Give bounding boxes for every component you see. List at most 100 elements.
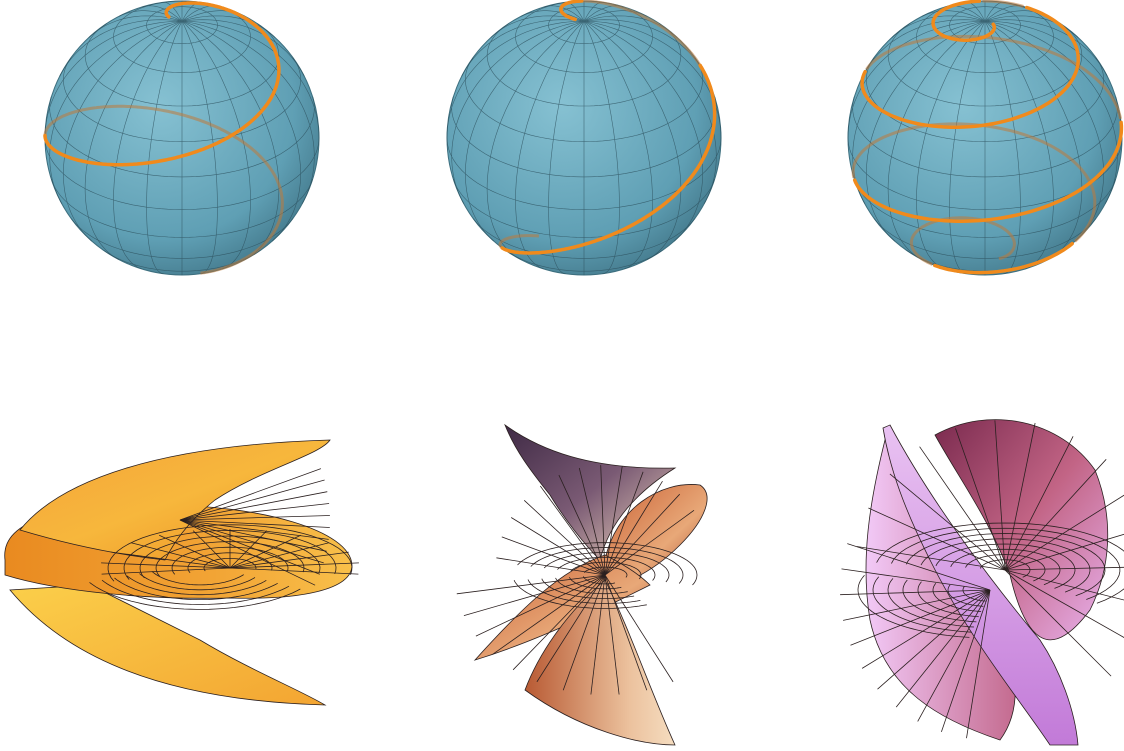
meridian-line bbox=[88, 15, 183, 38]
curve-front bbox=[43, 1, 281, 167]
meridian-line bbox=[984, 21, 1021, 274]
mesh-ray bbox=[179, 519, 329, 540]
meridian-line bbox=[984, 20, 1104, 242]
mesh-ray bbox=[600, 465, 606, 576]
mesh-ray bbox=[1004, 436, 1074, 571]
mesh-arc bbox=[139, 573, 256, 591]
sphere-grid bbox=[446, 0, 722, 275]
meridian-line bbox=[181, 20, 280, 260]
meridian-line bbox=[84, 20, 183, 260]
mesh-arc bbox=[151, 570, 244, 586]
parallel-line bbox=[465, 57, 703, 142]
mesh-ray bbox=[229, 562, 359, 569]
meridian-line bbox=[146, 21, 183, 274]
mesh-ray bbox=[604, 493, 680, 576]
curve-back bbox=[498, 0, 701, 249]
surface-panel-orange bbox=[4, 439, 359, 706]
meridian-line bbox=[181, 21, 218, 274]
mesh-ray bbox=[917, 589, 991, 722]
mesh-ray bbox=[1004, 533, 1124, 571]
mesh-ray bbox=[101, 562, 231, 569]
mesh-ray bbox=[179, 468, 322, 521]
mesh-ray bbox=[179, 479, 325, 521]
mesh-arc bbox=[917, 581, 979, 618]
meridian-line bbox=[847, 20, 986, 139]
mesh-ray bbox=[604, 574, 648, 691]
mesh-arc bbox=[891, 527, 1121, 600]
mesh-ray bbox=[941, 589, 991, 733]
mesh-arc bbox=[857, 574, 970, 638]
surface-panel-pink bbox=[840, 419, 1124, 746]
meridian-line bbox=[181, 19, 305, 77]
mesh-ray bbox=[159, 534, 231, 569]
mesh-arc bbox=[582, 576, 616, 585]
meridian-line bbox=[921, 10, 986, 22]
meridian-line bbox=[141, 5, 183, 22]
meridian-line bbox=[583, 20, 703, 242]
sphere-grid bbox=[44, 0, 320, 275]
meridian-line bbox=[583, 20, 717, 204]
mesh-ray bbox=[510, 517, 606, 576]
mesh-ray bbox=[955, 428, 1006, 571]
mesh-ray bbox=[604, 480, 663, 576]
sphere-panel-1 bbox=[43, 0, 320, 276]
meridian-line bbox=[118, 10, 183, 22]
mesh-ray bbox=[496, 557, 606, 576]
mesh-arc bbox=[569, 577, 622, 590]
mesh-ray bbox=[856, 546, 1006, 571]
meridian-line bbox=[984, 20, 1083, 260]
mesh-arc bbox=[905, 533, 1106, 597]
parallel-line bbox=[852, 96, 1118, 178]
mesh-arc bbox=[89, 582, 301, 610]
meridian-line bbox=[866, 20, 986, 242]
surface-3-mesh bbox=[840, 420, 1124, 739]
mesh-ray bbox=[512, 574, 606, 671]
mesh-ray bbox=[179, 491, 328, 521]
meridian-line bbox=[887, 20, 986, 260]
mesh-ray bbox=[192, 530, 231, 569]
surface-1-mesh bbox=[89, 468, 359, 610]
mesh-ray bbox=[501, 536, 606, 576]
mesh-ray bbox=[179, 503, 330, 521]
meridian-line bbox=[446, 20, 585, 139]
mesh-arc bbox=[114, 577, 278, 600]
mesh-ray bbox=[523, 500, 606, 576]
mesh-arc bbox=[887, 578, 975, 628]
meridian-line bbox=[583, 21, 620, 274]
mesh-ray bbox=[475, 574, 606, 637]
mesh-arc bbox=[513, 580, 647, 609]
mesh-ray bbox=[1004, 569, 1124, 601]
surface-2-mesh bbox=[456, 465, 698, 695]
meridian-line bbox=[949, 21, 986, 274]
meridian-line bbox=[520, 10, 585, 22]
meridian-line bbox=[181, 20, 301, 242]
mesh-ray bbox=[1004, 459, 1107, 571]
mesh-ray bbox=[179, 519, 324, 564]
parallel-line bbox=[472, 218, 696, 259]
mesh-ray bbox=[604, 509, 695, 576]
meridian-line bbox=[583, 20, 682, 260]
mesh-arc bbox=[947, 584, 984, 607]
mesh-arc bbox=[101, 579, 290, 605]
mesh-ray bbox=[229, 567, 359, 575]
mesh-ray bbox=[229, 551, 349, 569]
mesh-arc bbox=[541, 578, 635, 599]
mesh-ray bbox=[101, 567, 231, 575]
mesh-ray bbox=[1004, 569, 1124, 638]
mesh-arc bbox=[932, 583, 982, 612]
mesh-ray bbox=[604, 466, 623, 576]
meridian-line bbox=[49, 20, 183, 204]
meridian-line bbox=[916, 20, 986, 270]
mesh-ray bbox=[578, 467, 606, 576]
meridian-line bbox=[862, 19, 986, 77]
mesh-ray bbox=[558, 474, 606, 576]
mesh-arc bbox=[902, 579, 977, 623]
mesh-ray bbox=[895, 589, 991, 708]
mesh-ray bbox=[1004, 494, 1124, 571]
mesh-arc bbox=[876, 522, 1124, 604]
mesh-ray bbox=[539, 485, 606, 576]
parallel-line bbox=[486, 23, 682, 107]
mesh-ray bbox=[179, 519, 316, 586]
mesh-ray bbox=[1004, 566, 1124, 571]
mesh-ray bbox=[131, 542, 231, 569]
